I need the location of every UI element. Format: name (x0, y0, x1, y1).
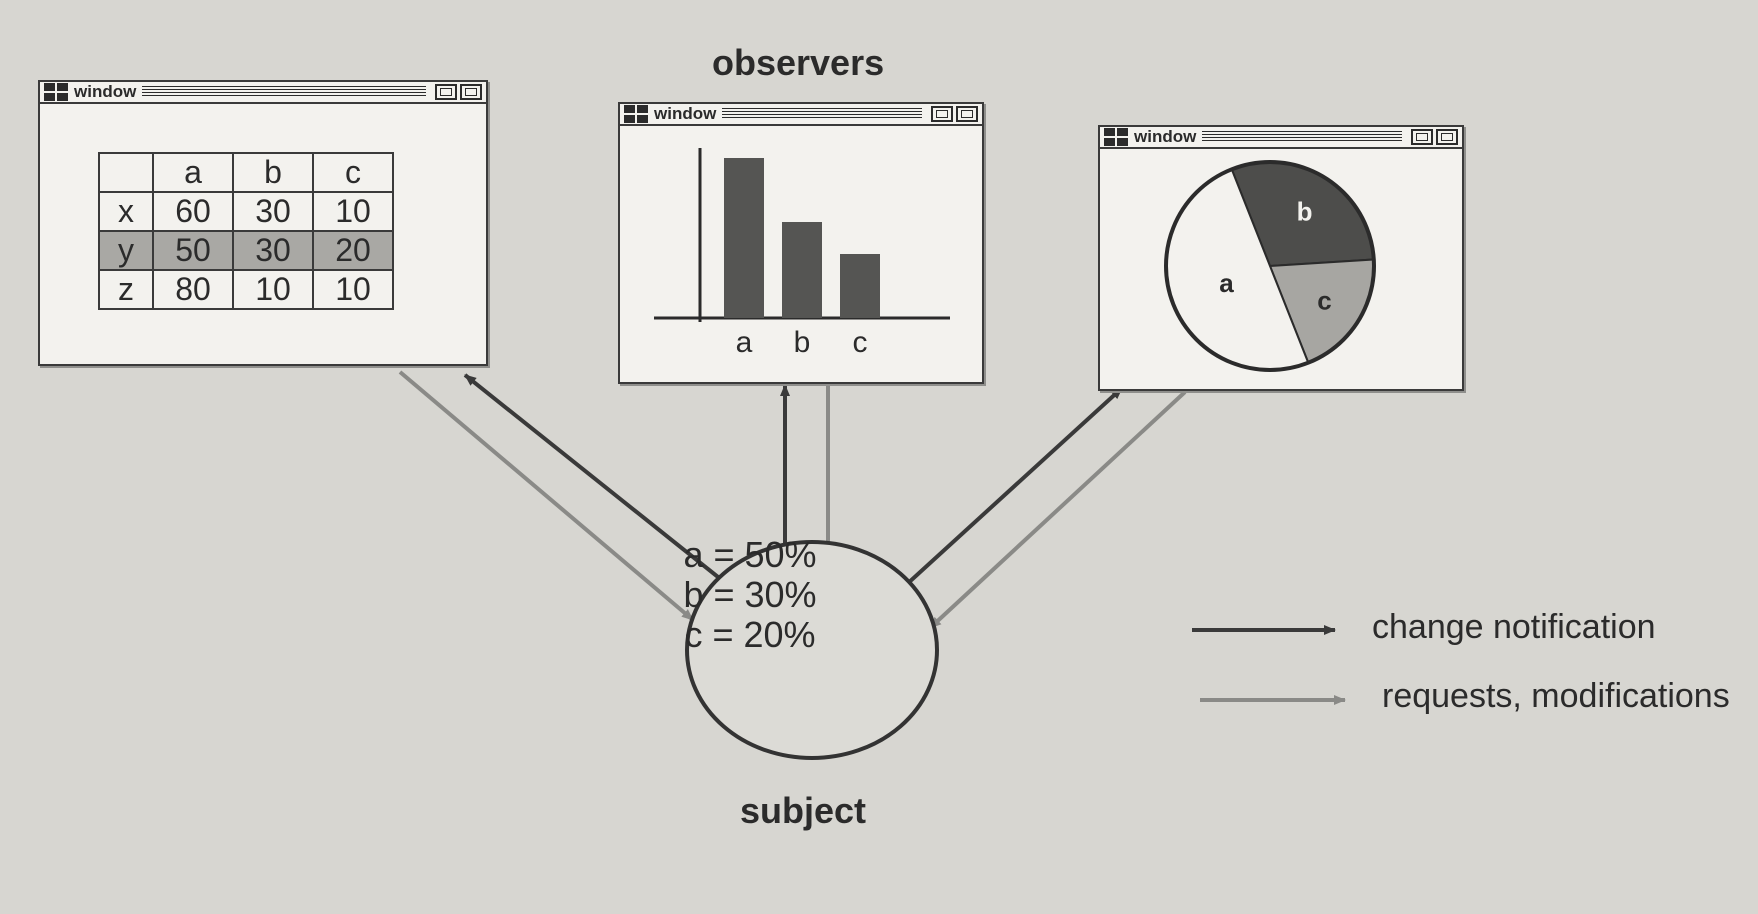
table-cell: 20 (312, 230, 394, 271)
table-cell: 10 (232, 269, 314, 310)
legend-change-notification-label: change notification (1372, 608, 1656, 646)
pie-label-c: c (1317, 286, 1331, 316)
pie-outline (1164, 160, 1376, 372)
table-row: x 60 30 10 (98, 191, 394, 232)
row-header: y (98, 230, 154, 271)
minimize-button[interactable] (931, 106, 953, 122)
legend-requests-label: requests, modifications (1382, 677, 1730, 715)
title-stripes (722, 108, 922, 120)
window-menu-icon[interactable] (44, 83, 68, 101)
table-cell: 30 (232, 191, 314, 232)
table-cell: 10 (312, 191, 394, 232)
subject-value: a = 50% (683, 534, 817, 575)
maximize-button[interactable] (956, 106, 978, 122)
subject-value: c = 20% (684, 614, 816, 655)
request-arrow-pie (928, 390, 1187, 630)
subject-caption: subject (740, 790, 867, 831)
bar-chart: a b c (654, 148, 950, 359)
table-cell: 30 (232, 230, 314, 271)
column-header: a (152, 152, 234, 193)
title-stripes (1202, 131, 1402, 143)
row-header: x (98, 191, 154, 232)
bar-tick-label: a (736, 326, 753, 359)
pie-chart-window[interactable]: window a b c (1098, 125, 1464, 391)
table-row: z 80 10 10 (98, 269, 394, 310)
pie-label-a: a (1219, 268, 1234, 298)
pie-label-b: b (1297, 197, 1313, 227)
bar-c (840, 254, 880, 318)
column-header: b (232, 152, 314, 193)
table-header-row: a b c (98, 152, 394, 193)
subject-ellipse (685, 540, 939, 760)
window-title: window (74, 82, 137, 101)
table-corner-cell (98, 152, 154, 193)
pie-window-titlebar[interactable]: window (1100, 127, 1462, 149)
pie-chart: a b c (1164, 160, 1376, 372)
bar-b (782, 222, 822, 318)
request-arrow-table (398, 370, 695, 622)
bar-chart-window[interactable]: window a b c (618, 102, 984, 384)
table-cell: 60 (152, 191, 234, 232)
column-header: c (312, 152, 394, 193)
minimize-button[interactable] (1411, 129, 1433, 145)
row-header: z (98, 269, 154, 310)
window-title: window (654, 104, 717, 123)
maximize-button[interactable] (1436, 129, 1458, 145)
table-cell: 10 (312, 269, 394, 310)
bar-tick-label: b (794, 326, 811, 359)
maximize-button[interactable] (460, 84, 482, 100)
minimize-button[interactable] (435, 84, 457, 100)
subject-value: b = 30% (683, 574, 817, 615)
title-stripes (142, 86, 426, 98)
spreadsheet-table: a b c x 60 30 10 y 50 30 20 z 80 10 10 (98, 152, 394, 310)
window-title: window (1134, 127, 1197, 146)
subject-values: a = 50% b = 30% c = 20% (650, 535, 850, 655)
table-cell: 50 (152, 230, 234, 271)
notify-arrow-pie (893, 386, 1124, 597)
window-menu-icon[interactable] (624, 105, 648, 123)
bar-tick-label: c (853, 326, 868, 359)
table-window[interactable]: window a b c x 60 30 10 y 50 30 20 (38, 80, 488, 366)
table-window-titlebar[interactable]: window (40, 82, 486, 104)
observers-title: observers (712, 42, 885, 83)
notify-arrow-table (463, 373, 730, 587)
bar-window-titlebar[interactable]: window (620, 104, 982, 126)
bar-a (724, 158, 764, 318)
window-menu-icon[interactable] (1104, 128, 1128, 146)
table-row-highlighted: y 50 30 20 (98, 230, 394, 271)
table-cell: 80 (152, 269, 234, 310)
